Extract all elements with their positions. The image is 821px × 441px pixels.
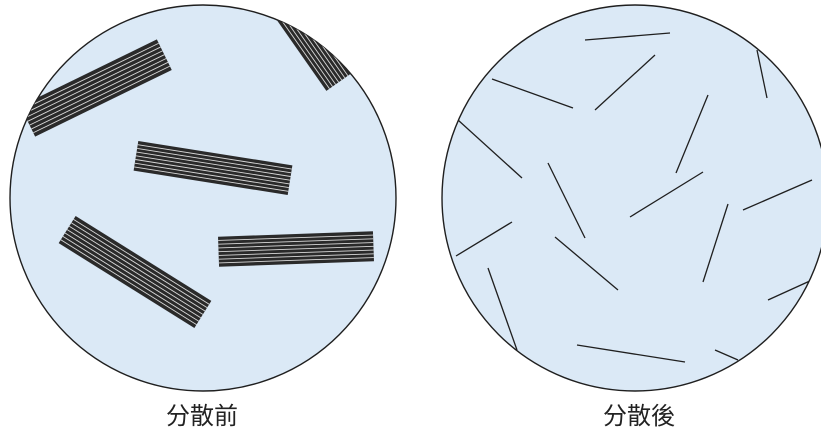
bundle-strand [27, 54, 165, 122]
fiber-bundle [58, 216, 212, 328]
dispersed-fibers [442, 32, 813, 363]
bundle-strand [135, 155, 291, 181]
dispersed-fiber [576, 344, 686, 363]
bundle-strand [137, 147, 292, 174]
bundle-strand [218, 245, 374, 253]
dispersed-fiber [487, 267, 518, 351]
dish-after [441, 4, 821, 392]
bundle-strand [62, 236, 199, 322]
fiber-bundle [133, 140, 293, 196]
bundle-strand [29, 58, 167, 126]
bundle-strand [66, 229, 204, 315]
dispersed-fiber [455, 221, 513, 257]
bundle-strand [71, 222, 208, 308]
bundle-strand [218, 253, 374, 260]
fiber-bundles [20, 5, 374, 328]
dispersed-fiber [594, 54, 656, 111]
dispersed-fiber [457, 119, 523, 179]
dispersed-fiber [584, 32, 671, 41]
bundle-strand [218, 242, 374, 249]
bundle-strand [69, 225, 206, 312]
bundle-strand [64, 232, 201, 319]
fiber-bundle [20, 39, 172, 137]
dispersed-fiber [554, 236, 619, 291]
dispersed-fiber [767, 279, 813, 301]
dispersed-fiber [442, 319, 456, 331]
bundle-strand [282, 15, 333, 87]
dish-after-circle [441, 4, 821, 392]
bundle-strand [134, 162, 289, 189]
bundle-strand [218, 234, 374, 241]
bundle-strand [218, 249, 374, 256]
dispersed-fiber [702, 203, 729, 283]
bundle-strand [134, 166, 289, 192]
dispersed-fiber [547, 162, 586, 239]
caption-after: 分散後 [603, 402, 675, 430]
bundle-strand [31, 61, 169, 130]
bundle-strand [136, 151, 291, 177]
dish-before [9, 4, 397, 392]
bundle-strand [23, 46, 161, 115]
fiber-bundle [218, 231, 374, 267]
bundle-strand [279, 17, 330, 89]
dispersed-fiber [629, 171, 704, 218]
caption-before: 分散前 [166, 402, 238, 430]
bundle-strand [135, 159, 290, 185]
bundle-strand [60, 239, 197, 325]
bundle-strand [218, 257, 374, 264]
bundle-strand [21, 42, 159, 111]
dispersed-fiber [491, 78, 574, 109]
dispersed-fiber [742, 179, 813, 211]
bundle-strand [25, 50, 163, 118]
bundle-strand [73, 219, 210, 305]
dispersed-fiber [714, 349, 739, 361]
bundle-strand [33, 65, 171, 134]
dispersed-fiber [675, 94, 709, 174]
dispersed-fiber [756, 49, 768, 99]
bundle-strand [218, 238, 374, 245]
bundle-strand [137, 144, 292, 170]
